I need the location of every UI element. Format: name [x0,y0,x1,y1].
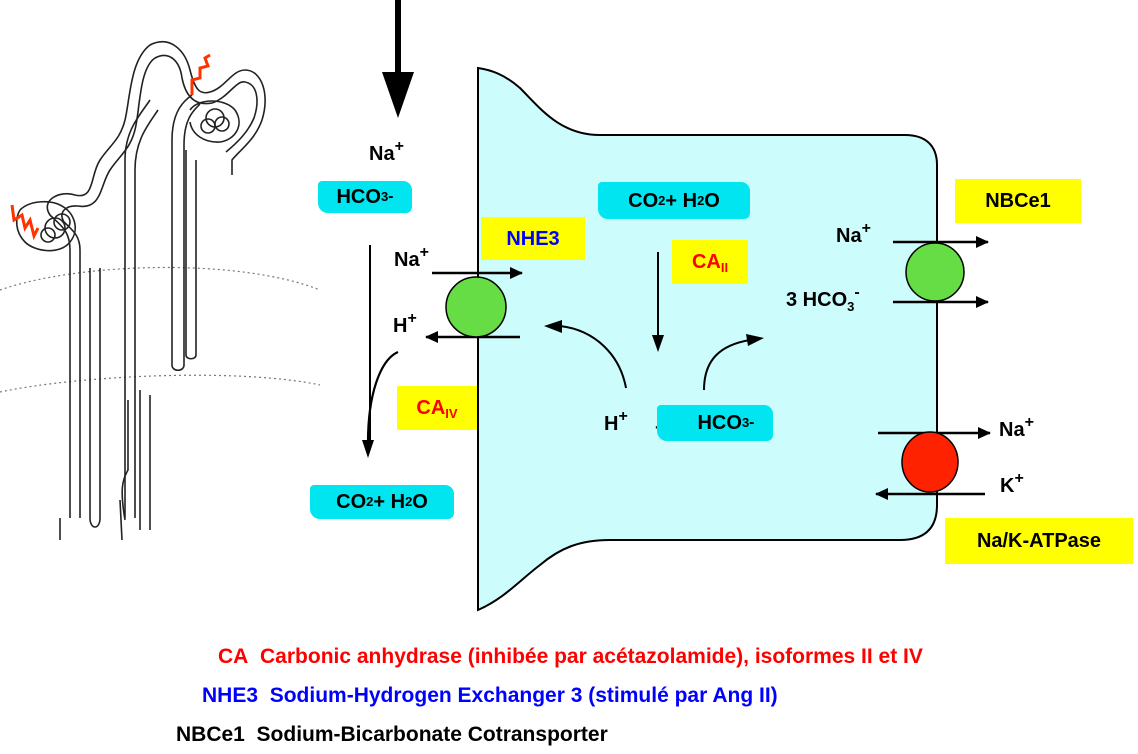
legend-nhe3-text: Sodium-Hydrogen Exchanger 3 (stimulé par… [269,684,778,707]
atpase-na-label: Na+ [999,414,1034,441]
nephron-outer-tubule [46,41,266,518]
legend-nhe3-abbr: NHE3 [202,684,259,707]
collecting-duct [121,390,151,530]
legend-nhe3: NHE3 Sodium-Hydrogen Exchanger 3 (stimul… [202,685,778,706]
nephron-middle-limb [124,99,159,518]
nbce1-box: NBCe1 [955,179,1081,223]
legend-ca-abbr: CA [218,645,249,668]
h-curve-arrow-head [544,320,562,333]
glomerulus-upper [189,100,240,143]
legend-nbce1-abbr: NBCe1 [176,723,245,746]
cell-h-label: H+ [604,408,628,435]
lumen-curve-arrow [366,350,399,443]
hco3-curve-arrow-head [746,334,764,346]
nbce1-hco3-label: 3 HCO3- [786,284,860,314]
ca2-down-arrow-head [652,335,664,352]
kidney-zone-line-upper [0,266,321,291]
nhe3-box: NHE3 [481,217,585,260]
filtrate-flow-arrow-head [382,72,414,118]
nephron-long-loop [89,268,101,528]
hco3-curve-arrow [703,339,751,391]
proximal-segment-lower [10,204,40,241]
na-k-atpase-pump [901,431,959,493]
nhe3-na-label: Na+ [394,244,429,271]
proximal-segment-upper [190,53,211,95]
nephron-right-limbs [185,150,197,360]
nephron-sketch [0,41,321,541]
nephron-outer-tubule-inner [61,54,258,518]
nbce1-transporter [905,242,965,302]
lumen-curve-arrow-head [362,440,374,458]
nhe3-h-label: H+ [393,310,417,337]
legend-ca-text: Carbonic anhydrase (inhibée par acétazol… [260,645,923,668]
legend-nbce1-text: Sodium-Bicarbonate Cotransporter [256,723,608,746]
nephron-base [59,499,123,541]
lumen-na-label: Na+ [369,138,404,165]
glomerulus-lower [15,200,76,252]
nbce1-na-label: Na+ [836,220,871,247]
atpase-k-label: K+ [1000,470,1024,497]
nhe3-transporter [445,276,507,338]
h-curve-arrow [559,325,627,389]
legend-nbce1: NBCe1 Sodium-Bicarbonate Cotransporter [176,724,608,745]
kidney-zone-line-lower [0,374,321,393]
tubular-cell [477,66,938,612]
na-k-atpase-box: Na/K-ATPase [945,518,1133,564]
legend-ca: CA Carbonic anhydrase (inhibée par acéta… [218,646,923,667]
nephron-right-loop [171,94,201,372]
